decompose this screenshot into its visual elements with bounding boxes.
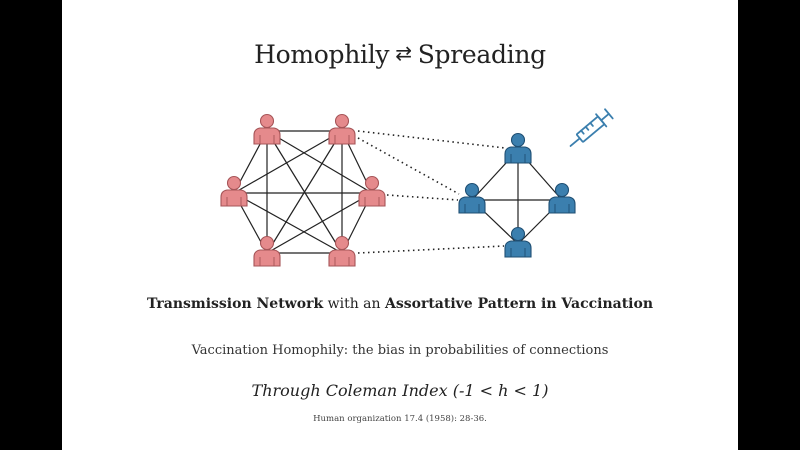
title-homophily: Homophily xyxy=(254,40,390,69)
reference-citation: Human organization 17.4 (1958): 28-36. xyxy=(313,414,487,424)
bidirectional-arrows-icon: ⇄ xyxy=(395,41,412,65)
person-icon xyxy=(504,226,532,258)
caption-transmission-network: Transmission Network xyxy=(147,296,324,312)
vaccinated-nodes xyxy=(458,132,576,258)
person-icon xyxy=(220,175,248,207)
person-icon xyxy=(458,182,486,214)
person-icon xyxy=(358,175,386,207)
caption-assortative-pattern: Assortative Pattern in Vaccination xyxy=(384,296,653,312)
title-spreading: Spreading xyxy=(417,40,546,69)
cross-group-edges xyxy=(357,130,506,254)
caption-connector: with an xyxy=(323,296,385,312)
person-icon xyxy=(548,182,576,214)
red-cluster-edges xyxy=(233,130,373,254)
syringe-icon xyxy=(569,108,614,147)
coleman-index: Through Coleman Index (-1 < h < 1) xyxy=(251,381,549,400)
person-icon xyxy=(253,235,281,267)
network-caption: Transmission Network with an Assortative… xyxy=(62,296,738,312)
network-diagram xyxy=(220,108,614,267)
person-icon xyxy=(328,113,356,145)
person-icon xyxy=(253,113,281,145)
homophily-definition: Vaccination Homophily: the bias in proba… xyxy=(191,343,609,358)
person-icon xyxy=(504,132,532,164)
person-icon xyxy=(328,235,356,267)
slide-title: Homophily⇄Spreading xyxy=(62,40,738,69)
slide: Homophily⇄Spreading xyxy=(62,0,738,450)
